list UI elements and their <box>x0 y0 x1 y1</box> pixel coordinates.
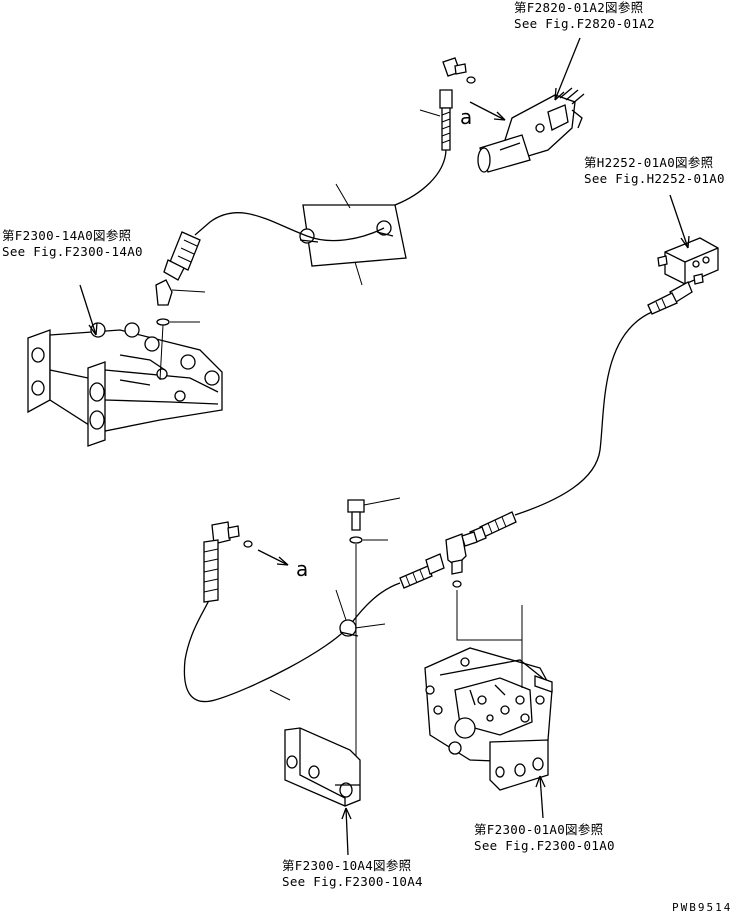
leader-h2252 <box>669 194 689 249</box>
marker-a-top: a <box>460 105 473 129</box>
ref-f2300-14-jp: 第F2300-14A0図参照 <box>2 228 132 243</box>
manifold-housing <box>27 322 223 447</box>
hose-end-center <box>469 511 517 544</box>
hose-upper <box>387 149 447 226</box>
leader-f2300-01 <box>539 775 544 819</box>
ref-f2300-01-jp: 第F2300-01A0図参照 <box>474 822 604 837</box>
hose-right <box>514 311 653 516</box>
arrow-a-bottom <box>257 549 289 566</box>
elbow-fitting-center <box>445 531 478 588</box>
hose-fitting-center <box>399 553 445 589</box>
bolt-and-washer <box>347 497 401 790</box>
mounting-bracket <box>284 727 361 807</box>
ref-h2252-jp: 第H2252-01A0図参照 <box>584 155 714 170</box>
ref-f2300-10-jp: 第F2300-10A4図参照 <box>282 858 412 873</box>
ref-h2252-en: See Fig.H2252-01A0 <box>584 171 725 186</box>
ref-f2300-10-en: See Fig.F2300-10A4 <box>282 874 423 889</box>
hose-center <box>183 582 401 703</box>
valve-block-right <box>657 237 719 285</box>
drawing-code: PWB9514 <box>672 901 733 914</box>
elbow-fitting-left <box>155 279 206 326</box>
arrow-a-top <box>469 101 506 121</box>
leader-f2300-14 <box>79 284 97 336</box>
hose-clamp-center <box>335 589 386 637</box>
hose-fitting-top <box>439 89 453 151</box>
ref-f2300-01-en: See Fig.F2300-01A0 <box>474 838 615 853</box>
transmission-valve-body <box>424 647 553 791</box>
elbow-fitting-top <box>442 57 476 84</box>
hose-middle <box>194 212 385 242</box>
marker-a-bottom: a <box>296 557 309 581</box>
reference-outline <box>456 590 523 688</box>
hose-end-right <box>647 281 693 315</box>
ref-f2820-en: See Fig.F2820-01A2 <box>514 16 655 31</box>
hose-end-left <box>163 231 201 281</box>
hose-bracket-plate <box>299 183 407 286</box>
ref-f2820-jp: 第F2820-01A2図参照 <box>514 0 644 15</box>
solenoid-valve-assembly <box>477 87 585 173</box>
hose-end-lower-left <box>203 521 240 603</box>
leader-f2300-10 <box>345 807 349 856</box>
leader-f2820 <box>554 37 581 101</box>
ref-f2300-14-en: See Fig.F2300-14A0 <box>2 244 143 259</box>
